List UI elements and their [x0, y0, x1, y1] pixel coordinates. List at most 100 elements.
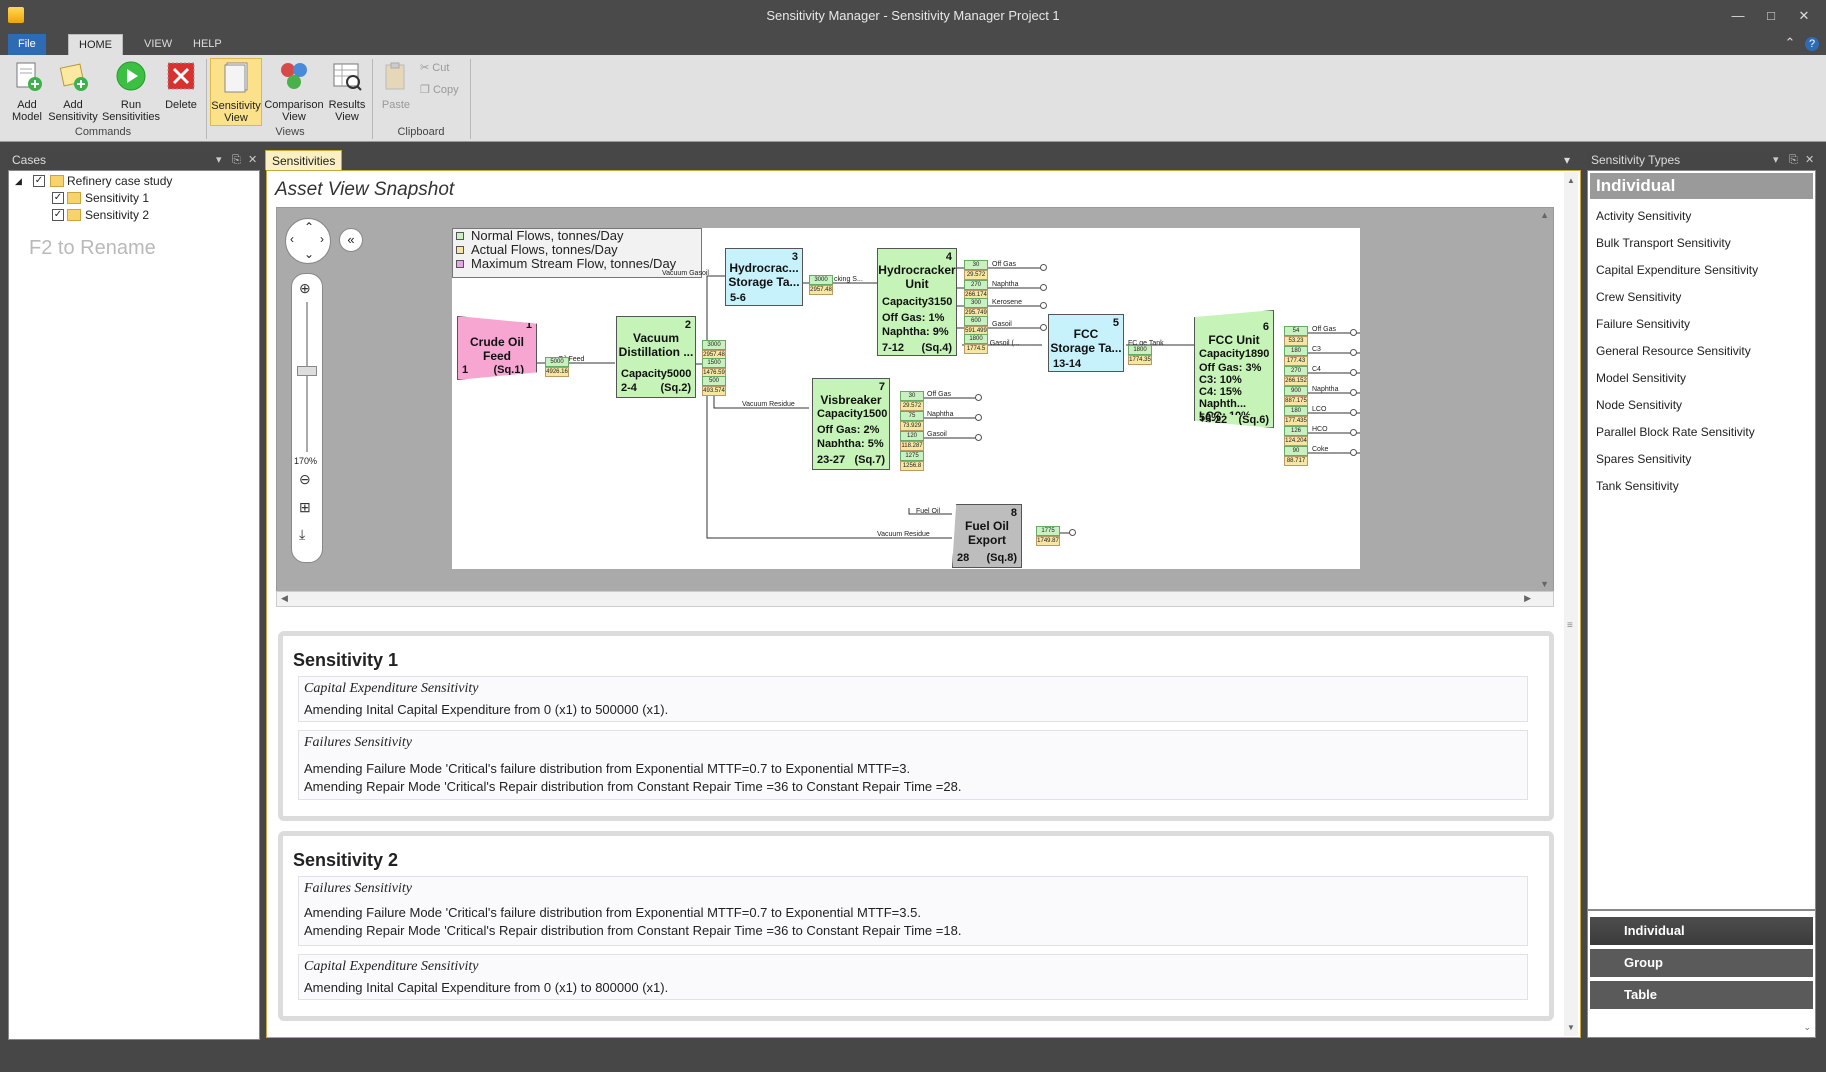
- paste-button[interactable]: Paste: [376, 58, 416, 126]
- tree-item-refinery-case-study[interactable]: Refinery case study: [67, 174, 173, 188]
- pan-control[interactable]: ⌃ ⌄ ‹ ›: [285, 218, 331, 264]
- help-icon[interactable]: ?: [1800, 32, 1824, 54]
- stream-terminal: [1350, 389, 1357, 396]
- type-failure-sensitivity[interactable]: Failure Sensitivity: [1596, 317, 1691, 331]
- viewer-scroll-up-icon[interactable]: ▲: [1540, 210, 1549, 220]
- entry-line: Amending Failure Mode 'Critical's failur…: [304, 761, 911, 776]
- tab-file[interactable]: File: [8, 34, 46, 55]
- pan-left-icon[interactable]: ‹: [290, 232, 294, 246]
- panel-dropdown-icon[interactable]: ▾: [216, 154, 222, 166]
- zoom-in-icon[interactable]: ⊕: [299, 280, 311, 296]
- node-vacuum-distillation[interactable]: 2 Vacuum Distillation ... Capacity5000 2…: [616, 316, 696, 398]
- scroll-right-icon[interactable]: ▶: [1524, 593, 1531, 603]
- legend-normal-flows: Normal Flows, tonnes/Day: [453, 229, 701, 243]
- close-panel-icon[interactable]: ✕: [1805, 154, 1815, 166]
- ribbon: Add Model Add Sensitivity Run Sensitivit…: [0, 55, 1826, 142]
- tab-view[interactable]: VIEW: [144, 38, 173, 50]
- scroll-thumb[interactable]: ≡: [1567, 620, 1573, 631]
- root-checkbox[interactable]: ✓: [33, 175, 45, 187]
- add-sensitivity-button[interactable]: Add Sensitivity: [48, 58, 98, 126]
- tab-home[interactable]: HOME: [68, 34, 123, 55]
- minimize-button[interactable]: —: [1731, 8, 1745, 23]
- paste-icon: [385, 62, 405, 90]
- node-fcc-storage-tank[interactable]: 5 FCC Storage Ta... 13-14: [1048, 314, 1124, 372]
- sensitivity-1-checkbox[interactable]: ✓: [52, 192, 64, 204]
- document-dropdown-icon[interactable]: ▾: [1564, 153, 1571, 167]
- scroll-down-icon[interactable]: ▼: [1567, 1023, 1575, 1032]
- zoom-slider-thumb[interactable]: [297, 366, 317, 376]
- tab-sensitivities[interactable]: Sensitivities: [265, 150, 343, 170]
- nav-table[interactable]: Table: [1590, 981, 1813, 1009]
- sensitivity-view-button[interactable]: Sensitivity View: [210, 58, 262, 126]
- type-bulk-transport-sensitivity[interactable]: Bulk Transport Sensitivity: [1596, 236, 1731, 250]
- copy-button[interactable]: ❐ Copy: [420, 83, 459, 96]
- asset-view-viewer[interactable]: ⌃ ⌄ ‹ › « ⊕ 170% ⊖ ⊞ ⤓: [276, 207, 1554, 592]
- add-model-button[interactable]: Add Model: [6, 58, 48, 126]
- type-parallel-block-rate-sensitivity[interactable]: Parallel Block Rate Sensitivity: [1596, 425, 1755, 439]
- export-image-icon[interactable]: ⤓: [299, 526, 306, 542]
- paste-label: Paste: [381, 99, 411, 111]
- pan-down-icon[interactable]: ⌄: [304, 247, 315, 261]
- panel-dropdown-icon[interactable]: ▾: [1773, 154, 1779, 166]
- type-crew-sensitivity[interactable]: Crew Sensitivity: [1596, 290, 1682, 304]
- node-crude-oil-feed[interactable]: 1 Crude Oil Feed 1(Sq.1): [457, 316, 537, 380]
- entry-line: Amending Repair Mode 'Critical's Repair …: [304, 923, 962, 938]
- tree-item-sensitivity-2[interactable]: Sensitivity 2: [85, 208, 150, 222]
- type-spares-sensitivity[interactable]: Spares Sensitivity: [1596, 452, 1692, 466]
- app-icon: [8, 7, 24, 23]
- node-hydrocracker-unit[interactable]: 4 Hydrocracker Unit Capacity3150 Off Gas…: [877, 248, 957, 356]
- type-capital-expenditure-sensitivity[interactable]: Capital Expenditure Sensitivity: [1596, 263, 1759, 277]
- node-footer: 23-27(Sq.7): [817, 454, 885, 466]
- close-window-button[interactable]: ✕: [1798, 8, 1810, 23]
- comparison-view-button[interactable]: Comparison View: [264, 58, 324, 126]
- close-panel-icon[interactable]: ✕: [248, 154, 258, 166]
- node-footer: 2-4(Sq.2): [621, 382, 691, 394]
- tree-expand-icon[interactable]: ◢: [15, 176, 22, 186]
- pan-right-icon[interactable]: ›: [320, 232, 324, 246]
- node-yield: LCO: 10%: [1199, 409, 1269, 415]
- zoom-out-icon[interactable]: ⊖: [299, 471, 311, 487]
- node-fcc-unit[interactable]: 6 FCC Unit Capacity1890 Off Gas: 3% C3: …: [1194, 310, 1274, 428]
- viewer-horizontal-scrollbar[interactable]: ◀ ▶: [276, 591, 1554, 607]
- stream-terminal: [1040, 284, 1047, 291]
- scroll-left-icon[interactable]: ◀: [281, 593, 288, 603]
- nav-individual[interactable]: Individual: [1590, 917, 1813, 945]
- pan-up-icon[interactable]: ⌃: [304, 220, 315, 234]
- node-fuel-oil-export[interactable]: 8 Fuel Oil Export 28(Sq.8): [952, 504, 1022, 568]
- nav-expand-icon[interactable]: ⌄: [1803, 1022, 1811, 1032]
- pin-icon[interactable]: ⎘: [1789, 154, 1798, 166]
- type-tank-sensitivity[interactable]: Tank Sensitivity: [1596, 479, 1679, 493]
- viewer-scroll-down-icon[interactable]: ▼: [1540, 579, 1549, 589]
- scroll-up-icon[interactable]: ▲: [1567, 176, 1575, 185]
- run-sensitivities-button[interactable]: Run Sensitivities: [100, 58, 162, 126]
- collapse-nav-icon[interactable]: «: [339, 228, 363, 252]
- cut-button[interactable]: ✂ Cut: [420, 61, 449, 74]
- node-visbreaker[interactable]: 7 Visbreaker Capacity1500 Off Gas: 2% Na…: [812, 378, 890, 470]
- type-model-sensitivity[interactable]: Model Sensitivity: [1596, 371, 1687, 385]
- collapse-ribbon-icon[interactable]: ⌃: [1784, 35, 1796, 50]
- pin-icon[interactable]: ⎘: [232, 154, 241, 166]
- tab-help[interactable]: HELP: [193, 38, 222, 50]
- comparison-view-label: Comparison View: [264, 99, 324, 123]
- node-hydrocracker-storage-tank[interactable]: 3 Hydrocrac... Storage Ta... 5-6: [725, 248, 803, 306]
- document-vertical-scrollbar[interactable]: ▲ ≡ ▼: [1564, 172, 1578, 1036]
- stream-label: Off Gas: [992, 261, 1016, 268]
- sensitivity-types-title: Sensitivity Types: [1591, 153, 1681, 167]
- maximize-button[interactable]: □: [1767, 8, 1775, 23]
- stream-terminal: [975, 434, 982, 441]
- type-general-resource-sensitivity[interactable]: General Resource Sensitivity: [1596, 344, 1751, 358]
- nav-group[interactable]: Group: [1590, 949, 1813, 977]
- status-bar: [0, 1048, 1826, 1072]
- results-view-button[interactable]: Results View: [326, 58, 368, 126]
- sensitivity-2-checkbox[interactable]: ✓: [52, 209, 64, 221]
- entry-line: Amending Inital Capital Expenditure from…: [304, 702, 669, 717]
- delete-button[interactable]: Delete: [162, 58, 200, 126]
- type-node-sensitivity[interactable]: Node Sensitivity: [1596, 398, 1683, 412]
- tree-item-sensitivity-1[interactable]: Sensitivity 1: [85, 191, 150, 205]
- fit-to-view-icon[interactable]: ⊞: [299, 499, 311, 515]
- node-number: 8: [1010, 507, 1017, 519]
- type-activity-sensitivity[interactable]: Activity Sensitivity: [1596, 209, 1692, 223]
- sensitivity-entry: Capital Expenditure Sensitivity Amending…: [298, 676, 1528, 722]
